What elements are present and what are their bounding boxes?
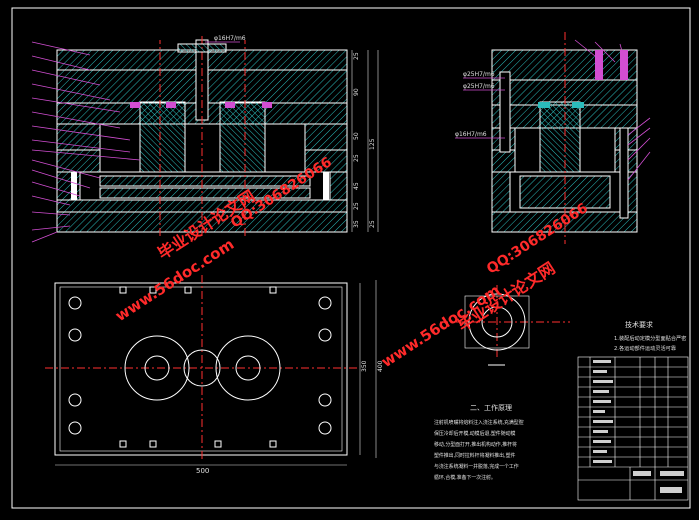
- notes-line-1: 注射机喷嘴将熔料注入浇注系统,充满型腔: [434, 419, 524, 426]
- main-view-dimensions: [351, 50, 379, 232]
- requirements-item-1: 1.装配后动定模分型面贴合严密: [614, 334, 686, 342]
- plan-view: [45, 275, 357, 462]
- fit-label-main: φ16H7/m6: [214, 35, 246, 42]
- fit-label-side-b: φ25H7/m6: [463, 83, 495, 90]
- dim-plan-height-inner: 350: [361, 360, 368, 372]
- dim-stack-7: 35: [353, 220, 360, 228]
- requirements-item-2: 2.各运动部件运动灵活可靠: [614, 344, 676, 352]
- main-section-view: [56, 36, 348, 236]
- side-section-view: [491, 32, 638, 244]
- dim-stack-3: 50: [353, 132, 360, 140]
- dim-stack-1: 25: [353, 52, 360, 60]
- notes-line-2: 保压冷却后开模,动模后退,塑件随动模: [434, 430, 515, 437]
- dim-plan-width: 500: [196, 467, 209, 475]
- notes-line-6: 循环,合模,准备下一次注射。: [434, 474, 496, 481]
- notes-title: 二、工作原理: [470, 403, 512, 412]
- dim-stack-9: 25: [369, 220, 376, 228]
- main-view-leaders: [31, 41, 141, 243]
- dim-plan-height-outer: 400: [377, 360, 384, 372]
- dim-stack-6: 25: [353, 202, 360, 210]
- title-block: [577, 356, 689, 501]
- side-view-leaders: [574, 39, 651, 181]
- fit-label-side-a: φ25H7/m6: [463, 71, 495, 78]
- fit-label-side-c: φ16H7/m6: [455, 131, 487, 138]
- dim-stack-5: 45: [353, 182, 360, 190]
- notes-line-3: 移动,分型面打开,推出机构动作,推杆将: [434, 441, 517, 448]
- title-block-fills: [593, 360, 684, 493]
- notes-line-4: 塑件推出,同时拉料杆将凝料推出,塑件: [434, 452, 515, 459]
- dim-stack-2: 90: [353, 88, 360, 96]
- dim-stack-4: 25: [353, 154, 360, 162]
- notes-line-5: 与浇注系统凝料一并脱落,完成一个工作: [434, 463, 519, 470]
- sheet-border: [11, 7, 691, 509]
- dim-stack-8: 125: [369, 138, 376, 150]
- detail-view: [440, 285, 570, 366]
- requirements-title: 技术要求: [625, 320, 653, 329]
